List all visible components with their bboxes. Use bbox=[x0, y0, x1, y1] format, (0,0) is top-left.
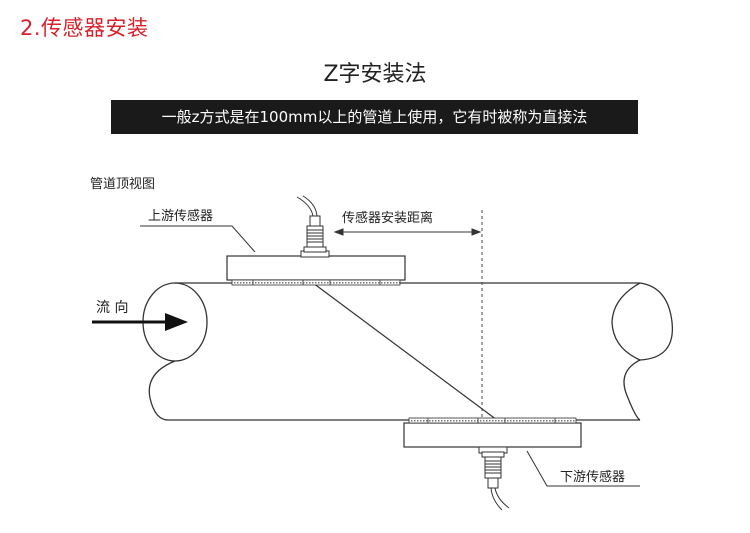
install-distance-label: 传感器安装距离 bbox=[342, 210, 433, 226]
signal-path-line bbox=[312, 282, 498, 421]
downstream-connector-icon bbox=[478, 446, 510, 511]
downstream-leader-line bbox=[526, 450, 640, 487]
upstream-leader-line bbox=[140, 225, 256, 253]
pipe-top-view-label: 管道顶视图 bbox=[90, 177, 155, 192]
upstream-connector-icon bbox=[296, 195, 330, 258]
section-title: 2.传感器安装 bbox=[20, 16, 149, 40]
upstream-sensor bbox=[226, 255, 406, 286]
flow-direction-label: 流 向 bbox=[96, 300, 128, 316]
flow-arrow-icon bbox=[92, 313, 188, 331]
distance-dimension-arrow bbox=[333, 228, 482, 236]
downstream-sensor-label: 下游传感器 bbox=[560, 469, 625, 485]
method-title: Z字安装法 bbox=[323, 62, 427, 87]
pipe-body bbox=[142, 282, 674, 421]
upstream-sensor-label: 上游传感器 bbox=[148, 208, 213, 224]
downstream-sensor bbox=[403, 417, 582, 448]
description-banner: 一般z方式是在100mm以上的管道上使用，它有时被称为直接法 bbox=[111, 100, 638, 134]
